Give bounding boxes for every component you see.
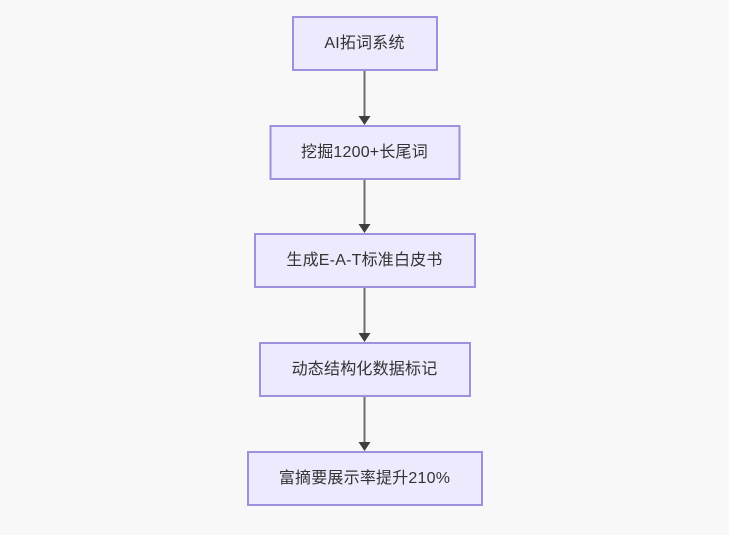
- flow-node-n5[interactable]: 富摘要展示率提升210%: [246, 451, 483, 506]
- flow-node-label: 挖掘1200+长尾词: [301, 143, 428, 161]
- flow-node-n4[interactable]: 动态结构化数据标记: [258, 342, 471, 397]
- flow-edge-n1-to-n2: [358, 71, 371, 125]
- edge-line-icon: [363, 397, 366, 443]
- flow-edge-n2-to-n3: [358, 180, 371, 233]
- flow-node-label: AI拓词系统: [324, 34, 405, 52]
- edge-line-icon: [363, 288, 366, 334]
- edge-line-icon: [363, 71, 366, 117]
- arrowhead-down-icon: [358, 116, 371, 125]
- flow-edge-n4-to-n5: [358, 397, 371, 451]
- edge-line-icon: [363, 180, 366, 225]
- arrowhead-down-icon: [358, 333, 371, 342]
- arrowhead-down-icon: [358, 442, 371, 451]
- flow-node-label: 富摘要展示率提升210%: [278, 469, 451, 487]
- flow-node-label: 动态结构化数据标记: [291, 360, 438, 378]
- flow-node-n3[interactable]: 生成E-A-T标准白皮书: [253, 233, 476, 288]
- flow-node-n1[interactable]: AI拓词系统: [291, 16, 438, 71]
- flow-edge-n3-to-n4: [358, 288, 371, 342]
- arrowhead-down-icon: [358, 224, 371, 233]
- flow-node-label: 生成E-A-T标准白皮书: [286, 251, 443, 269]
- flow-node-n2[interactable]: 挖掘1200+长尾词: [269, 125, 460, 180]
